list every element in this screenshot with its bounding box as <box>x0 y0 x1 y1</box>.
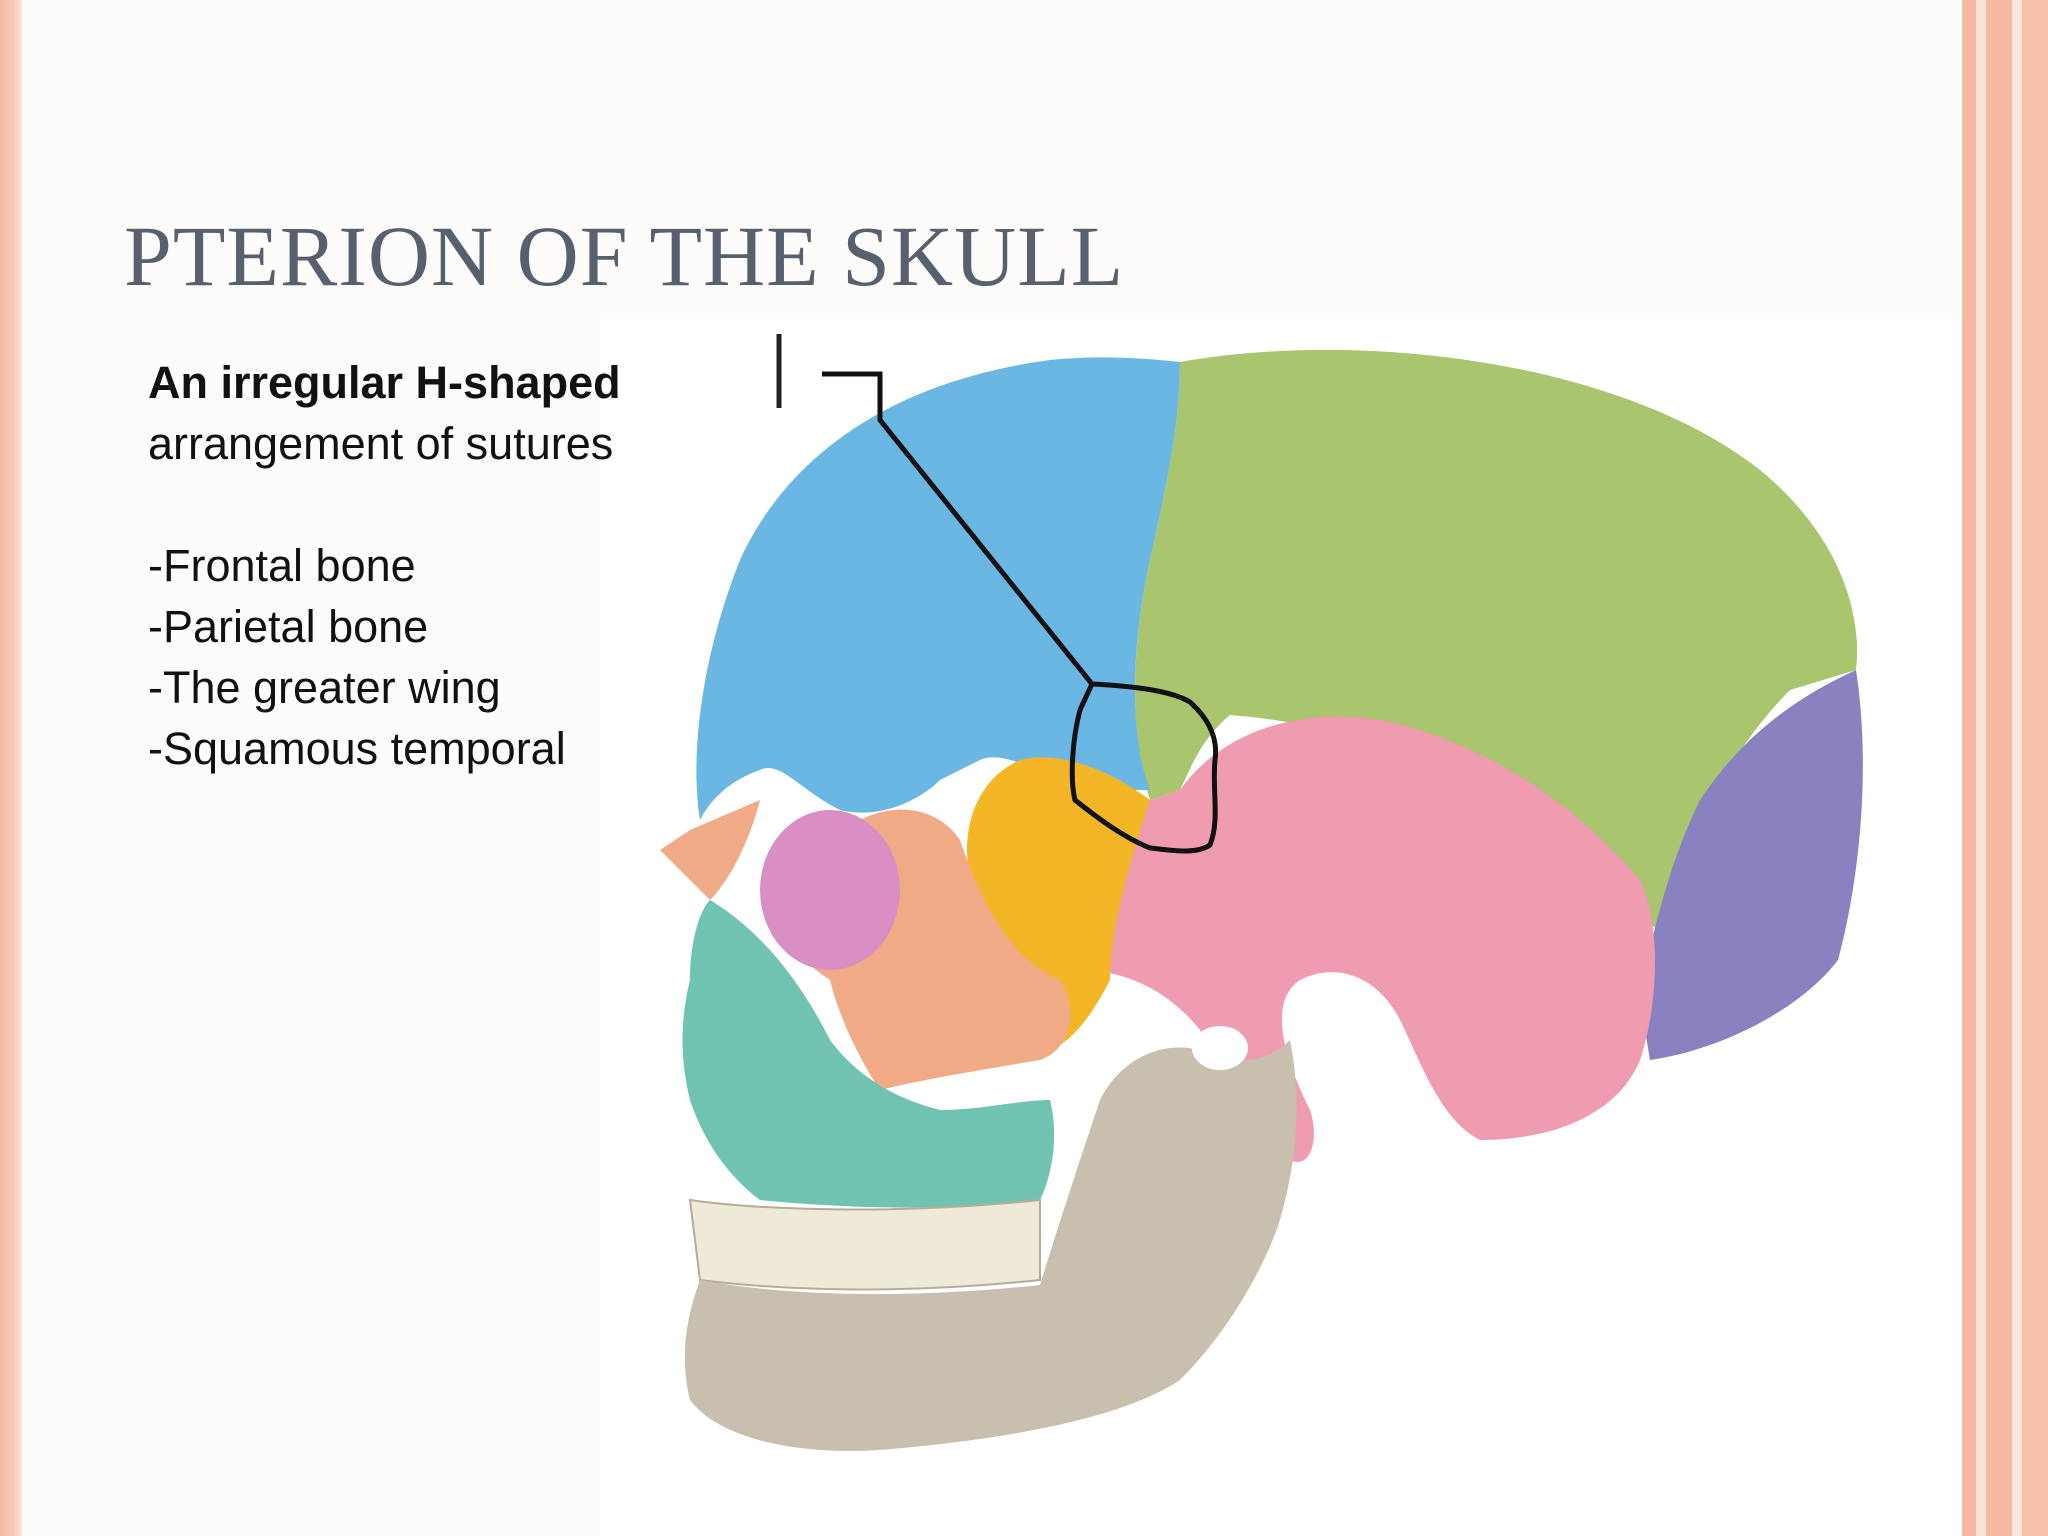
intro-bold-text: An irregular H-shaped <box>148 357 621 408</box>
slide-title: PTERION OF THE SKULL <box>124 208 1125 304</box>
bone-list-item: -Frontal bone <box>148 540 416 591</box>
pterion-outline-annotation <box>1069 681 1219 854</box>
orbit <box>760 810 900 970</box>
right-decorative-border <box>1962 0 1976 1536</box>
paragraph-gap <box>148 474 668 535</box>
right-decorative-border-stripe <box>1976 0 1986 1536</box>
bone-list-item: -The greater wing <box>148 662 501 713</box>
intro-rest-text: arrangement of sutures <box>148 418 614 469</box>
mandibular-notch <box>1192 1026 1248 1070</box>
parietal-bone <box>1135 349 1858 930</box>
right-decorative-border-stripe <box>1986 0 2012 1536</box>
bone-list-item: -Squamous temporal <box>148 723 566 774</box>
teeth <box>688 1198 1041 1291</box>
mandible-bone <box>684 1040 1297 1451</box>
maxilla-bone <box>682 900 1055 1208</box>
intro-line: An irregular H-shaped arrangement of sut… <box>148 352 668 474</box>
leader-line <box>822 371 1094 686</box>
nasal-bone <box>660 800 760 900</box>
right-decorative-border-stripe <box>2022 0 2048 1536</box>
description-text: An irregular H-shaped arrangement of sut… <box>148 352 668 779</box>
bone-list-item: -Parietal bone <box>148 601 429 652</box>
frontal-bone <box>696 357 1180 820</box>
left-decorative-border <box>0 0 22 1536</box>
occipital-bone <box>1640 670 1863 1060</box>
right-decorative-border-stripe <box>2012 0 2022 1536</box>
